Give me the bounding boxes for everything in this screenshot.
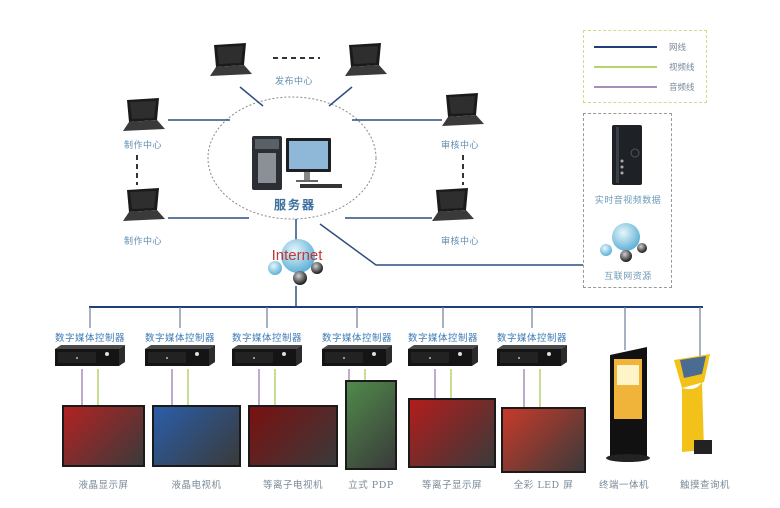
legend-label: 音频线 xyxy=(669,83,695,93)
legend-item-audio: 音频线 xyxy=(594,81,704,93)
media-controller-icon xyxy=(497,345,567,366)
display-screen-icon xyxy=(501,407,586,473)
laptop-icon xyxy=(123,98,165,132)
display-screen-icon xyxy=(408,398,496,468)
globe-network-icon xyxy=(600,223,647,262)
standalone-display-label: 触摸查询机 xyxy=(679,480,731,491)
node-label-review: 审核中心 xyxy=(440,237,480,247)
laptop-icon xyxy=(432,188,474,222)
link-publish-right xyxy=(328,86,353,107)
display-label: 液晶电视机 xyxy=(171,480,222,491)
controller-label: 数字媒体控制器 xyxy=(407,333,479,344)
display-label: 液晶显示屏 xyxy=(78,480,129,491)
internet-label: Internet xyxy=(271,247,323,264)
server-label: 服务器 xyxy=(273,198,317,212)
link-publish-left xyxy=(239,86,264,107)
media-controller-icon xyxy=(55,345,125,366)
server-rack-icon xyxy=(612,125,642,185)
server-zone-ellipse xyxy=(207,96,377,220)
controller-label: 数字媒体控制器 xyxy=(144,333,216,344)
node-label-publish: 发布中心 xyxy=(274,77,314,87)
node-label-review: 审核中心 xyxy=(440,141,480,151)
media-controller-icon xyxy=(408,345,478,366)
display-label: 等离子电视机 xyxy=(262,480,324,491)
legend-swatch xyxy=(594,86,657,88)
node-label-produce: 制作中心 xyxy=(123,237,163,247)
media-controller-icon xyxy=(232,345,302,366)
controller-label: 数字媒体控制器 xyxy=(231,333,303,344)
resource-label-av-data: 实时音视频数据 xyxy=(594,196,662,206)
legend-swatch xyxy=(594,46,657,48)
controller-label: 数字媒体控制器 xyxy=(496,333,568,344)
server-computer-icon xyxy=(252,136,342,190)
touch-query-kiosk-icon xyxy=(662,352,722,466)
display-label: 立式 PDP xyxy=(348,480,394,491)
display-screen-icon xyxy=(62,405,145,467)
node-label-produce: 制作中心 xyxy=(123,141,163,151)
laptop-icon xyxy=(442,93,484,127)
controller-label: 数字媒体控制器 xyxy=(321,333,393,344)
kiosk-terminal-icon xyxy=(602,345,652,469)
laptop-icon xyxy=(210,43,252,77)
legend-item-video: 视频线 xyxy=(594,61,704,73)
display-screen-icon xyxy=(152,405,241,467)
display-screen-icon xyxy=(248,405,338,467)
legend-swatch xyxy=(594,66,657,68)
laptop-icon xyxy=(123,188,165,222)
internet-globe-icon xyxy=(268,239,323,285)
media-controller-icon xyxy=(322,345,392,366)
legend-label: 视频线 xyxy=(669,63,695,73)
display-label: 全彩 LED 屏 xyxy=(513,480,574,491)
link-server-resources xyxy=(319,223,583,266)
resources-box: 实时音视频数据 互联网资源 xyxy=(583,113,672,288)
legend-label: 网线 xyxy=(669,43,687,53)
resource-label-internet: 互联网资源 xyxy=(604,272,652,282)
standalone-display-label: 终端一体机 xyxy=(598,480,650,491)
display-label: 等离子显示屏 xyxy=(421,480,483,491)
media-controller-icon xyxy=(145,345,215,366)
legend: 网线 视频线 音频线 xyxy=(583,30,707,103)
controller-label: 数字媒体控制器 xyxy=(54,333,126,344)
display-screen-icon xyxy=(345,380,397,470)
laptop-icon xyxy=(345,43,387,77)
legend-item-network: 网线 xyxy=(594,41,704,53)
